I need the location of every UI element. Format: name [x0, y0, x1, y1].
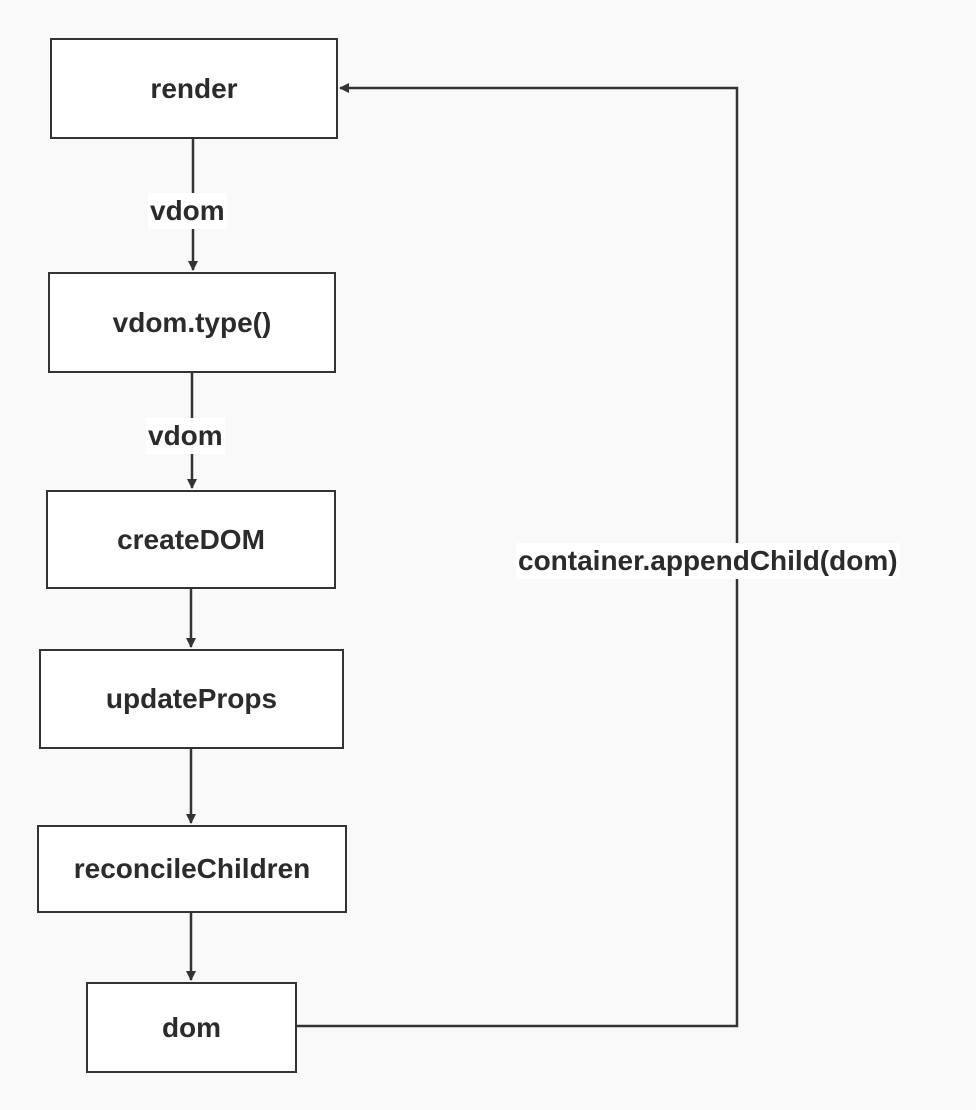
vdom-type-node-label: vdom.type() — [112, 306, 272, 338]
update-props-node: updateProps — [39, 649, 344, 749]
create-dom-node-label: createDOM — [117, 523, 265, 555]
create-dom-node: createDOM — [46, 490, 336, 589]
reconcile-children-node: reconcileChildren — [37, 825, 347, 913]
render-node: render — [50, 38, 338, 139]
render-node-label: render — [150, 72, 238, 104]
reconcile-children-node-label: reconcileChildren — [73, 853, 311, 884]
edge-label-render-to-vdom-type: vdom — [148, 193, 227, 229]
edge-label-vdom-type-to-create-dom: vdom — [146, 418, 225, 454]
update-props-node-label: updateProps — [105, 683, 278, 714]
dom-node-label: dom — [161, 1011, 222, 1043]
edge-label-dom-to-render: container.appendChild(dom) — [516, 543, 900, 579]
vdom-type-node: vdom.type() — [48, 272, 336, 373]
dom-node: dom — [86, 982, 297, 1073]
